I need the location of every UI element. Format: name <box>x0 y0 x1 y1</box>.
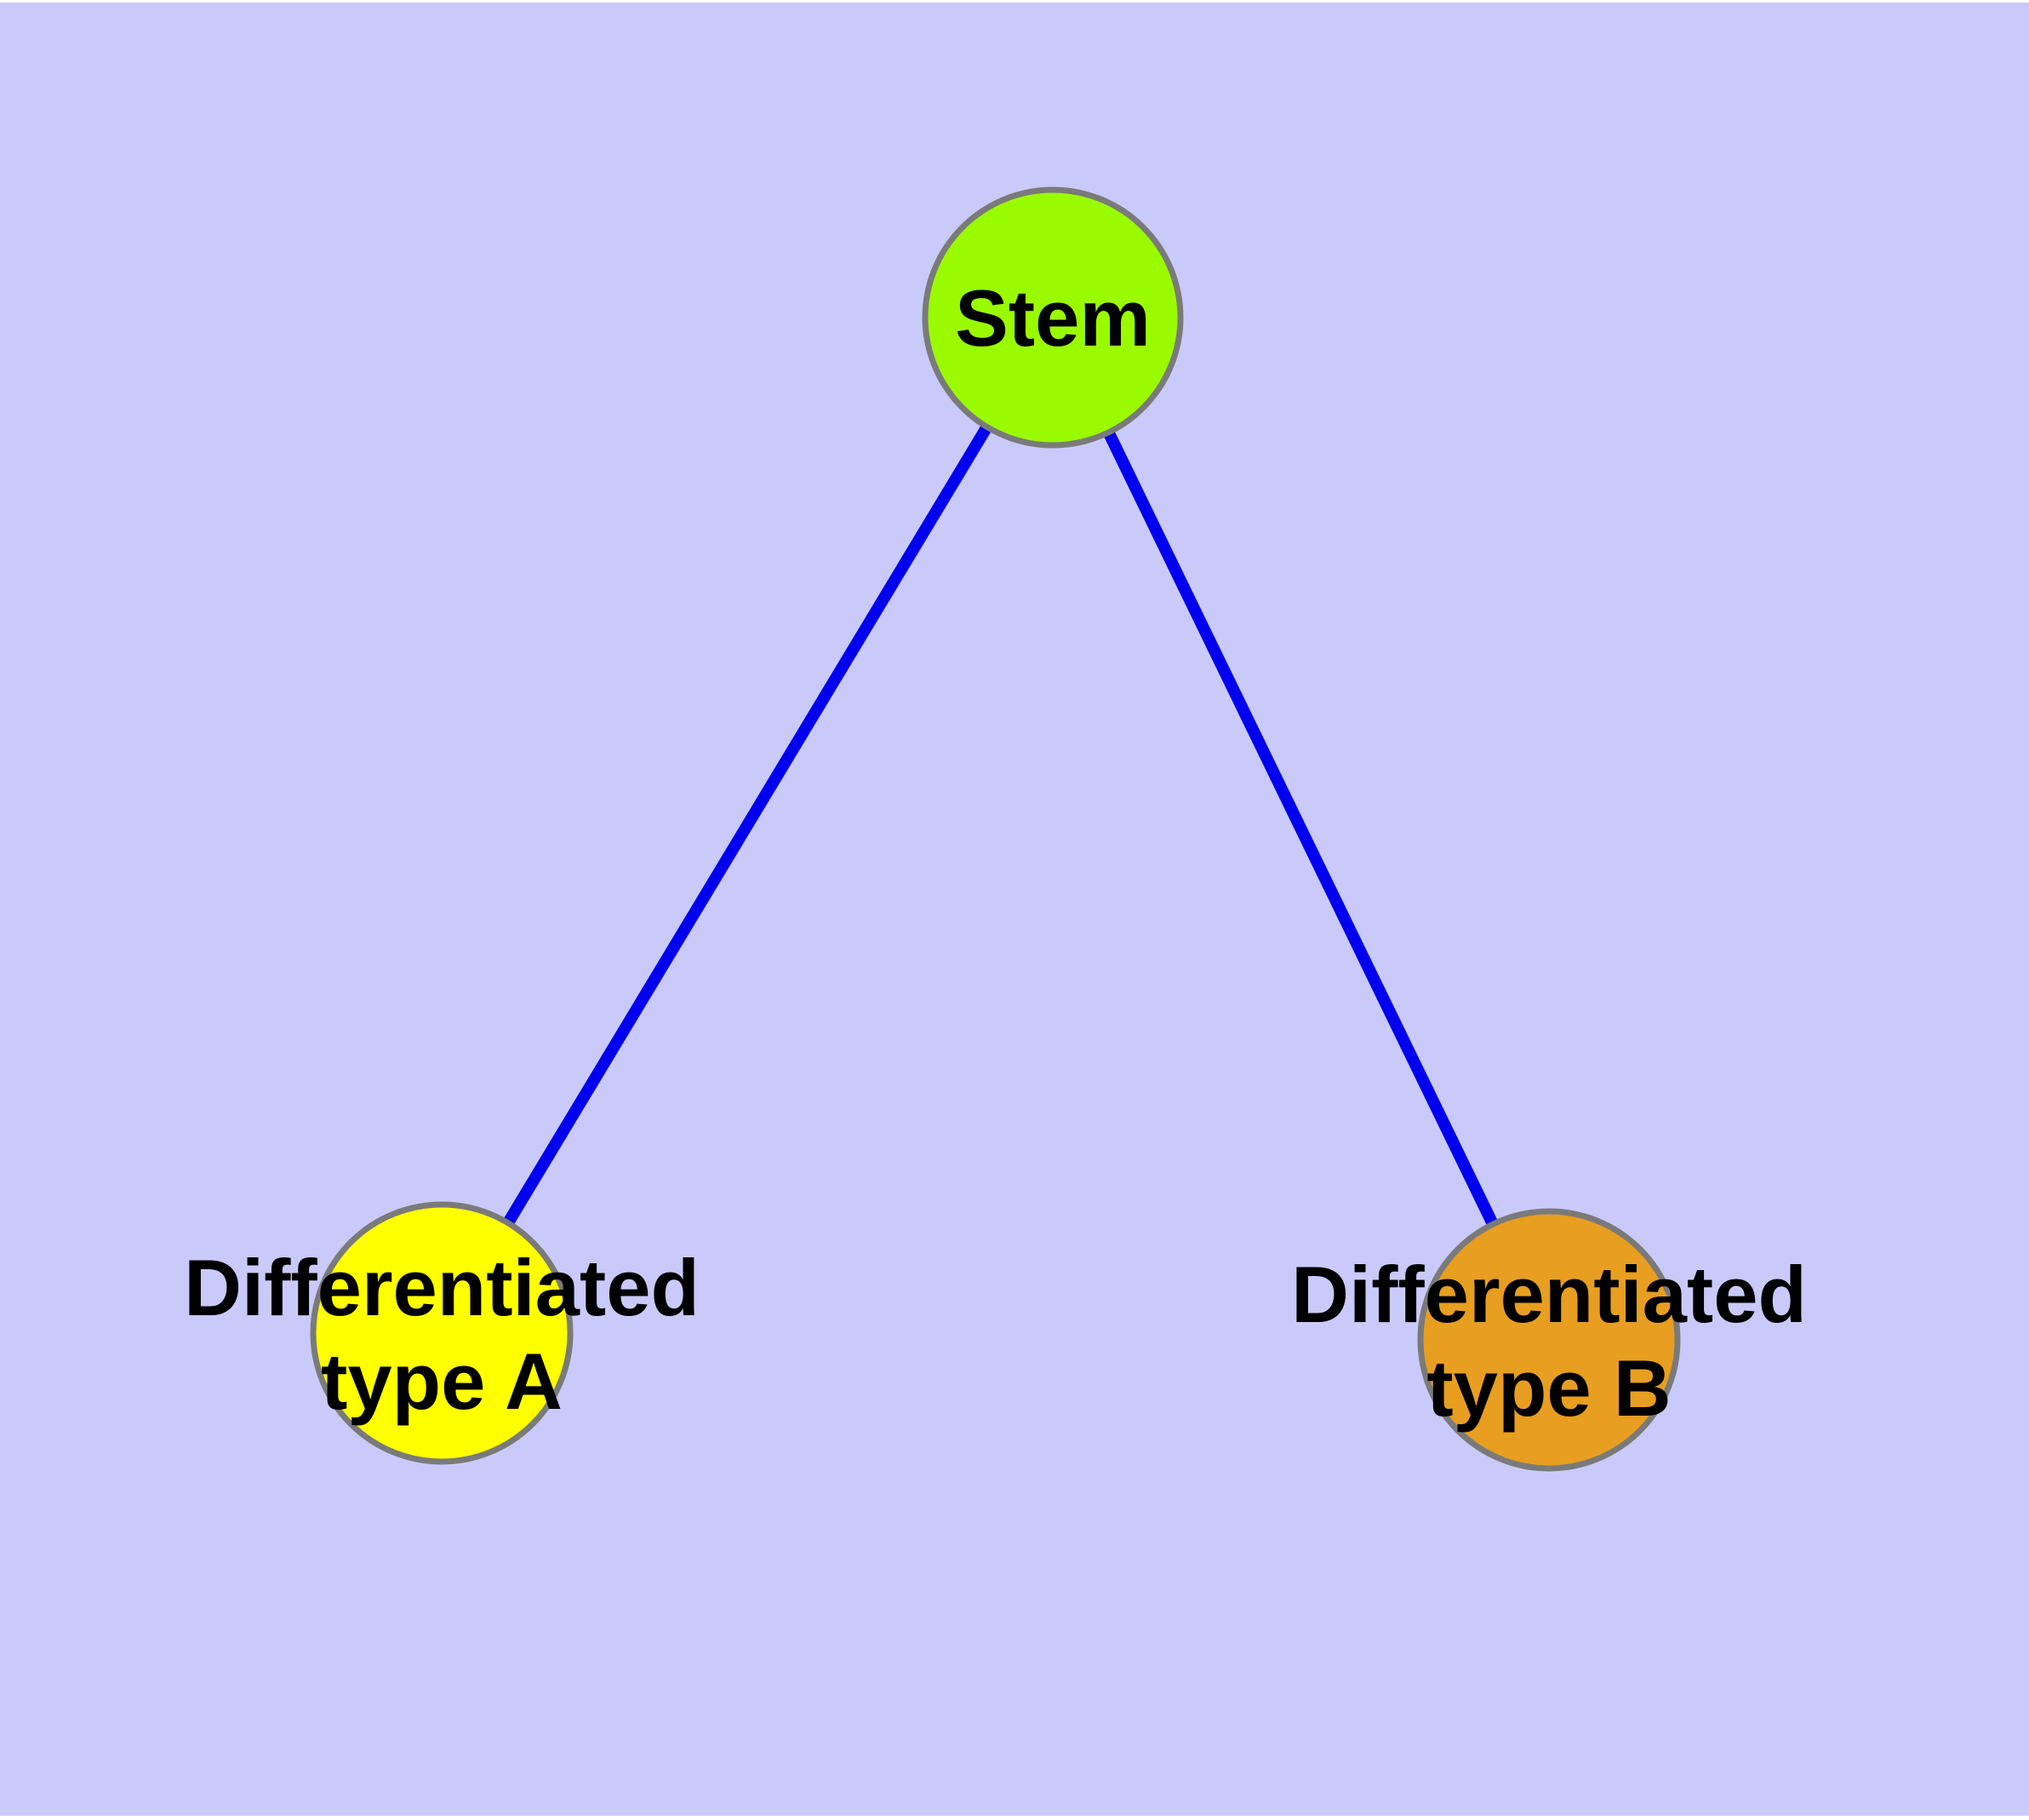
type-a-label-line1: Differentiated <box>184 1243 700 1332</box>
type-b-label-line1: Differentiated <box>1291 1250 1807 1339</box>
nodes <box>310 186 1681 1472</box>
type-b-node <box>1417 1208 1681 1472</box>
edge-stem-to-type-a <box>437 314 1058 1336</box>
stem-node <box>922 186 1184 449</box>
edge-stem-to-type-b <box>1047 314 1555 1343</box>
type-a-label-line2: type A <box>321 1336 563 1426</box>
edges <box>437 314 1555 1343</box>
stem-node-label: Stem <box>955 273 1151 363</box>
node-labels: Stem Differentiated type A Differentiate… <box>184 273 1807 1433</box>
type-b-label-line2: type B <box>1426 1343 1671 1433</box>
type-a-node <box>310 1201 574 1465</box>
